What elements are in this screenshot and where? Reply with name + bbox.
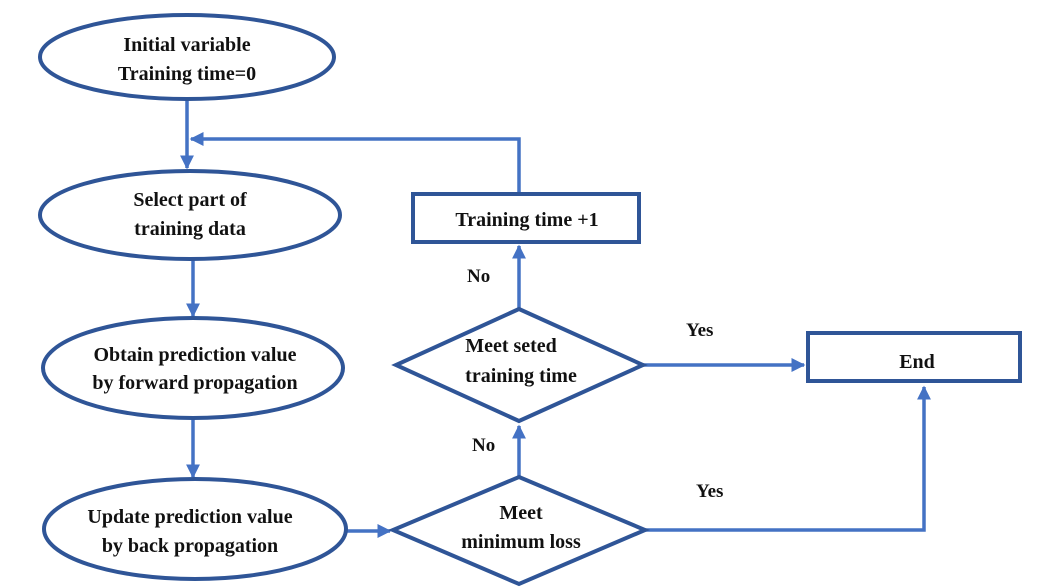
- edges: [180, 100, 931, 538]
- rect-shape: [411, 192, 641, 244]
- node-text-line: Meet seted: [465, 335, 557, 357]
- node-end: End: [806, 331, 1022, 383]
- edge-label-yes-minloss-to-end: Yes: [696, 481, 723, 502]
- ellipse-shape: [41, 316, 345, 420]
- edge-loop-back-to-select: [189, 132, 521, 193]
- node-text-line: by back propagation: [102, 535, 278, 557]
- node-initial-variable: Initial variable Training time=0: [38, 13, 336, 101]
- ellipse-shape: [38, 169, 342, 261]
- node-text-line: Meet: [499, 502, 543, 524]
- node-forward-propagation: Obtain prediction value by forward propa…: [41, 316, 345, 420]
- edge-label-no-minloss-to-settime: No: [472, 435, 495, 456]
- edge-label-yes-settime-to-end: Yes: [686, 320, 713, 341]
- node-text-line: minimum loss: [461, 531, 581, 553]
- node-text-line: Training time +1: [455, 209, 598, 231]
- edge-label-no-settime-to-increment: No: [467, 266, 490, 287]
- node-meet-seted-training-time: Meet seted training time: [391, 306, 648, 424]
- node-text-line: Select part of: [133, 189, 247, 211]
- ellipse-shape: [38, 13, 336, 101]
- diamond-shape: [387, 474, 651, 587]
- node-text-line: End: [899, 351, 935, 373]
- node-training-time-increment: Training time +1: [411, 192, 641, 244]
- ellipse-shape: [42, 477, 348, 581]
- node-text-line: training data: [134, 218, 246, 240]
- node-meet-minimum-loss: Meet minimum loss: [387, 474, 651, 587]
- node-text-line: Obtain prediction value: [94, 344, 297, 366]
- edge-minloss-to-end: [645, 385, 931, 532]
- node-text-line: by forward propagation: [92, 372, 297, 394]
- node-text-line: training time: [465, 365, 577, 387]
- node-select-training-data: Select part of training data: [38, 169, 342, 261]
- rect-shape: [806, 331, 1022, 383]
- diamond-shape: [391, 306, 648, 424]
- node-text-line: Initial variable: [123, 34, 250, 56]
- node-text-line: Training time=0: [118, 63, 256, 85]
- node-text-line: Update prediction value: [87, 506, 292, 528]
- node-back-propagation: Update prediction value by back propagat…: [42, 477, 348, 581]
